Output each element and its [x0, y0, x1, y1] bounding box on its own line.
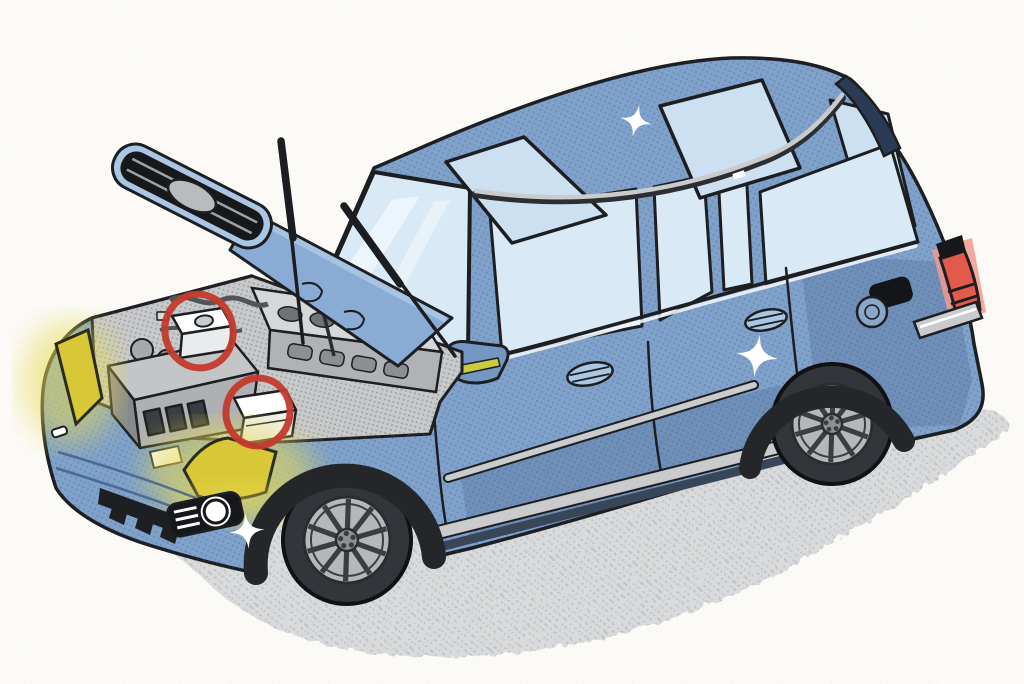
beltline-highlight — [500, 244, 918, 361]
rear-wheel-arch — [739, 385, 915, 479]
air-dam-teeth — [109, 508, 178, 544]
red-circle-reservoir — [222, 374, 294, 450]
front-lug-nuts — [338, 530, 356, 549]
fuel-cap-detail — [864, 304, 880, 320]
side-moulding — [445, 382, 757, 481]
front-rim-ring — [310, 503, 384, 577]
red-circle-battery — [161, 290, 237, 372]
taillight-stripe-2 — [950, 294, 978, 306]
wiper-blade-left — [277, 137, 297, 242]
front-wheel — [281, 474, 413, 606]
intake-runners-lower — [287, 343, 409, 379]
rear-lug-nuts — [823, 415, 840, 432]
open-hood — [111, 142, 454, 368]
roof-rail-shadow — [472, 94, 846, 205]
wiper-blade-right — [340, 202, 404, 288]
rear-details — [855, 235, 986, 340]
rear-bumper-strip — [912, 300, 984, 340]
fog-light — [166, 491, 245, 538]
rear-sunroof — [658, 78, 802, 200]
hood-ribs — [301, 281, 366, 331]
quarter-window — [758, 142, 920, 286]
front-spokes — [306, 498, 388, 582]
taillight-stripe — [947, 282, 975, 294]
side-mouldings — [424, 380, 787, 553]
air-box-slots — [142, 399, 210, 437]
rear-door-handle — [744, 308, 788, 332]
front-bumper-details — [50, 425, 245, 544]
fuel-door-flap — [855, 295, 889, 329]
hood-grille — [111, 142, 273, 250]
roof — [444, 74, 902, 245]
front-door-handle — [566, 360, 614, 388]
air-dam — [98, 488, 178, 532]
side-marker-light — [50, 425, 69, 439]
bumper-strip-highlight — [919, 307, 977, 329]
taillight-top-cap — [936, 235, 966, 260]
roof-rail — [473, 92, 845, 200]
highlight-circles — [161, 290, 294, 450]
wipers — [277, 137, 457, 358]
front-sunroof — [444, 135, 608, 245]
door-handles — [566, 308, 788, 388]
bumper-crease — [57, 450, 197, 500]
rocker-trim — [426, 442, 782, 540]
roof-rail-foot — [732, 170, 746, 180]
far-headlight — [54, 327, 104, 427]
rear-spoiler — [833, 74, 902, 158]
sill-shadow — [431, 455, 787, 553]
front-wheel-arch — [243, 463, 446, 585]
grille-emblem — [166, 178, 218, 214]
beltline — [498, 240, 918, 357]
fuel-door-open — [855, 276, 913, 329]
rear-door-window — [652, 174, 714, 322]
